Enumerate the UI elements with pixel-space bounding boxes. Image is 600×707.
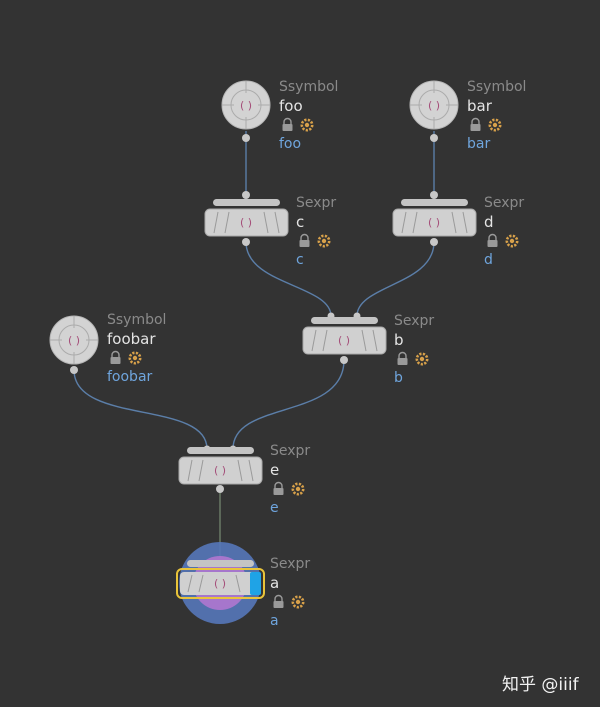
lock-icon[interactable]	[487, 233, 498, 248]
output-connector[interactable]	[340, 356, 348, 364]
watermark: 知乎 @iiif	[502, 675, 579, 695]
node-c[interactable]: ( )	[204, 191, 289, 246]
node-name-label[interactable]: a	[270, 574, 280, 592]
node-foobar[interactable]: ( )	[49, 315, 99, 374]
node-flags	[486, 233, 520, 253]
lock-icon[interactable]	[273, 481, 284, 496]
node-e[interactable]: ( )	[178, 445, 263, 494]
parentheses-glyph: ( )	[428, 216, 440, 229]
input-connector[interactable]	[430, 191, 438, 199]
node-type-label: Ssymbol	[279, 79, 339, 95]
node-bar[interactable]: ( )	[409, 80, 459, 142]
node-d[interactable]: ( )	[392, 191, 477, 246]
parentheses-glyph: ( )	[240, 99, 252, 112]
node-type-label: Sexpr	[394, 313, 435, 329]
node-top-bar	[187, 447, 254, 454]
node-type-label: Ssymbol	[107, 312, 167, 328]
output-connector[interactable]	[242, 134, 250, 142]
parentheses-glyph: ( )	[338, 334, 350, 347]
node-flags	[298, 233, 332, 253]
lock-icon[interactable]	[282, 117, 293, 132]
node-top-bar	[401, 199, 468, 206]
node-flags	[109, 350, 143, 370]
node-flags	[272, 594, 306, 614]
parentheses-glyph: ( )	[214, 464, 226, 477]
output-connector[interactable]	[216, 485, 224, 493]
node-output-label: d	[484, 252, 493, 268]
node-output-label: foo	[279, 136, 302, 152]
gear-icon[interactable]	[505, 234, 519, 248]
node-output-label: foobar	[107, 369, 153, 385]
selected-outline	[176, 568, 265, 599]
node-b[interactable]: ( )	[302, 312, 387, 365]
node-foo[interactable]: ( )	[221, 80, 271, 142]
node-type-label: Sexpr	[296, 195, 337, 211]
node-top-bar	[213, 199, 280, 206]
node-body[interactable]	[180, 572, 261, 595]
lock-icon[interactable]	[470, 117, 481, 132]
wire-c-b	[245, 241, 332, 317]
gear-icon[interactable]	[291, 482, 305, 496]
node-flags	[469, 117, 503, 137]
wire-b-e	[232, 359, 345, 450]
node-name-label[interactable]: bar	[467, 97, 492, 115]
node-type-label: Sexpr	[484, 195, 525, 211]
output-connector[interactable]	[70, 366, 78, 374]
gear-icon[interactable]	[415, 352, 429, 366]
lock-icon[interactable]	[110, 350, 121, 365]
node-name-label[interactable]: d	[484, 213, 494, 231]
lock-icon[interactable]	[273, 594, 284, 609]
node-top-bar	[311, 317, 378, 324]
output-connector[interactable]	[430, 134, 438, 142]
node-flags	[272, 481, 306, 501]
node-type-label: Ssymbol	[467, 79, 527, 95]
node-name-label[interactable]: c	[296, 213, 305, 231]
output-connector[interactable]	[430, 238, 438, 246]
gear-icon[interactable]	[317, 234, 331, 248]
parentheses-glyph: ( )	[240, 216, 252, 229]
node-flags	[396, 351, 430, 371]
node-name-label[interactable]: e	[270, 461, 280, 479]
node-output-label: bar	[467, 136, 491, 152]
lock-icon[interactable]	[397, 351, 408, 366]
node-name-label[interactable]: foo	[279, 97, 303, 115]
wire-d-b	[356, 241, 435, 317]
lock-icon[interactable]	[299, 233, 310, 248]
node-name-label[interactable]: foobar	[107, 330, 156, 348]
node-name-label[interactable]: b	[394, 331, 404, 349]
wire-foobar-e	[73, 369, 208, 450]
parentheses-glyph: ( )	[68, 334, 80, 347]
parentheses-glyph: ( )	[214, 577, 226, 590]
node-type-label: Sexpr	[270, 556, 311, 572]
node-flags	[281, 117, 315, 137]
gear-icon[interactable]	[488, 118, 502, 132]
node-output-label: e	[270, 500, 279, 516]
parentheses-glyph: ( )	[428, 99, 440, 112]
output-connector[interactable]	[242, 238, 250, 246]
gear-icon[interactable]	[291, 595, 305, 609]
node-output-label: a	[270, 613, 279, 629]
node-type-label: Sexpr	[270, 443, 311, 459]
gear-icon[interactable]	[300, 118, 314, 132]
node-output-label: b	[394, 370, 403, 386]
node-output-label: c	[296, 252, 304, 268]
input-connector[interactable]	[242, 191, 250, 199]
node-top-bar	[187, 560, 254, 567]
node-a[interactable]: ( )	[176, 542, 265, 624]
gear-icon[interactable]	[128, 351, 142, 365]
display-flag[interactable]	[250, 572, 261, 595]
